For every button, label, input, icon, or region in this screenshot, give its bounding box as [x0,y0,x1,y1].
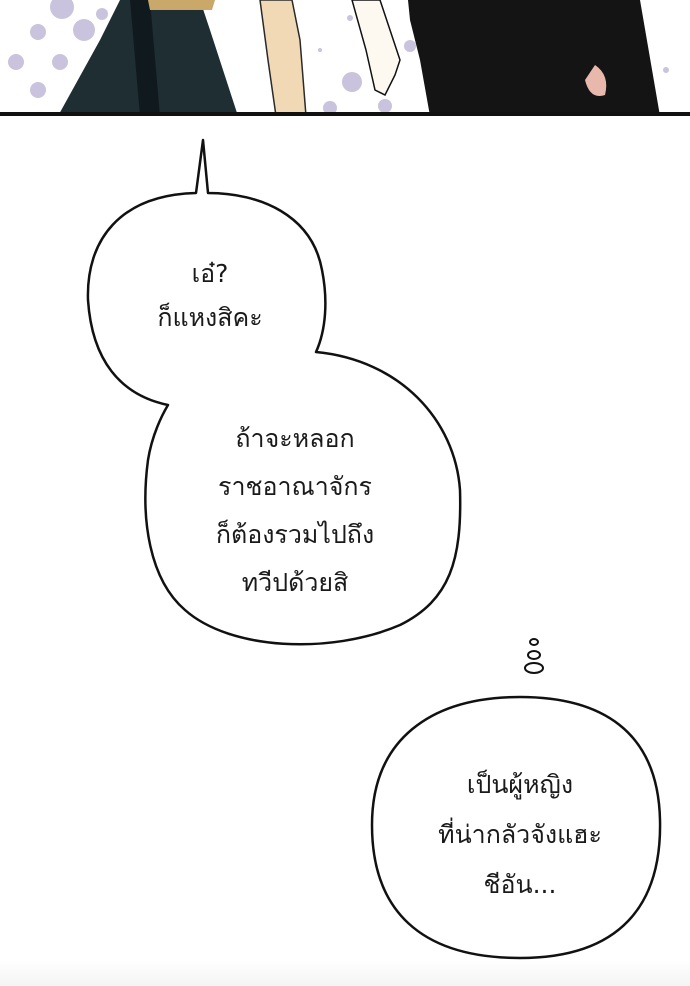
speech-line: เอ๋? [191,259,229,288]
speech-text-3: เป็นผู้หญิง ที่น่ากลัวจังแฮะ ชีอัน... [395,760,645,910]
comic-art-panel [0,0,690,116]
raised-arm [351,0,401,97]
comic-art-illustration [0,0,690,116]
speech-line: ถ้าจะหลอก [235,424,355,453]
speech-line: ก็ต้องรวมไปถึง [215,520,375,549]
speech-line: ที่น่ากลัวจังแฮะ [438,820,602,849]
speech-line: เป็นผู้หญิง [466,770,574,799]
black-hair [408,0,690,116]
arm [259,0,307,116]
speech-text-1: เอ๋? ก็แหงสิคะ [110,252,310,340]
thought-dots-icon [524,638,544,674]
speech-line: ราชอาณาจักร [218,472,372,501]
speech-bubble-3 [370,695,662,960]
speech-text-2: ถ้าจะหลอก ราชอาณาจักร ก็ต้องรวมไปถึง ทวี… [170,415,420,607]
speech-line: ทวีปด้วยสิ [241,568,349,597]
speech-line: ชีอัน... [483,870,557,899]
skin-highlight [585,65,607,96]
panel-border [0,112,690,116]
speech-bubble-1 [86,138,462,646]
bottom-fade [0,960,690,986]
speech-line: ก็แหงสิคะ [157,303,263,332]
